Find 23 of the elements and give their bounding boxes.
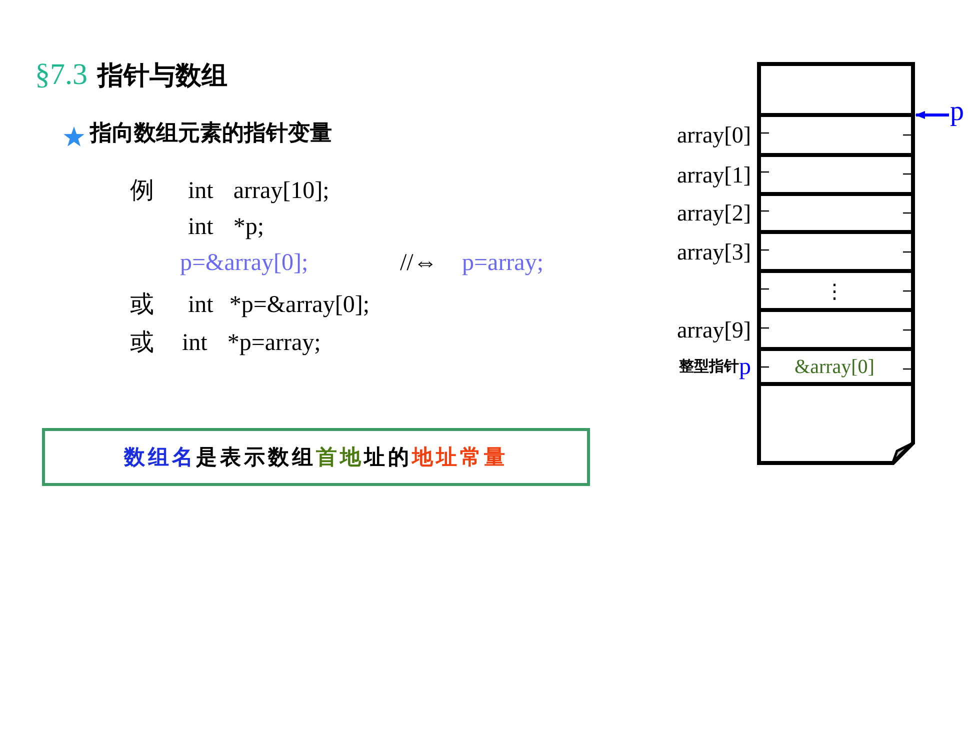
section-title: §7.3 指针与数组 <box>35 58 228 93</box>
code-line: int *p=array; <box>182 330 321 356</box>
code-keyword: 或 <box>130 330 154 356</box>
element-label: array[2] <box>676 202 751 224</box>
element-label: array[0] <box>676 124 751 146</box>
code-line: int *p; <box>188 214 264 240</box>
type-label: 整型指针 <box>679 359 739 374</box>
note-box: 数组名 是表示数组首地址的地址常量 <box>42 428 590 486</box>
code-comment: //⇔ <box>400 250 438 276</box>
code-line: p=array; <box>462 250 544 276</box>
element-label: array[3] <box>676 240 751 263</box>
code-line: int *p=&array[0]; <box>188 292 370 318</box>
element-label: array[1] <box>676 163 751 186</box>
section-heading: 指向数组元素的指针变量 <box>90 122 332 146</box>
code-keyword: 或 <box>130 292 154 318</box>
element-label: array[9] <box>676 318 751 341</box>
variable-name: p <box>739 354 751 378</box>
code-line: int array[10]; <box>188 178 330 204</box>
code-line: p=&array[0]; <box>180 250 308 276</box>
memory-cell: ⋮ <box>757 269 912 308</box>
pointer-label: p <box>950 98 964 126</box>
code-keyword: 例 <box>130 178 154 204</box>
arrow <box>915 111 949 119</box>
